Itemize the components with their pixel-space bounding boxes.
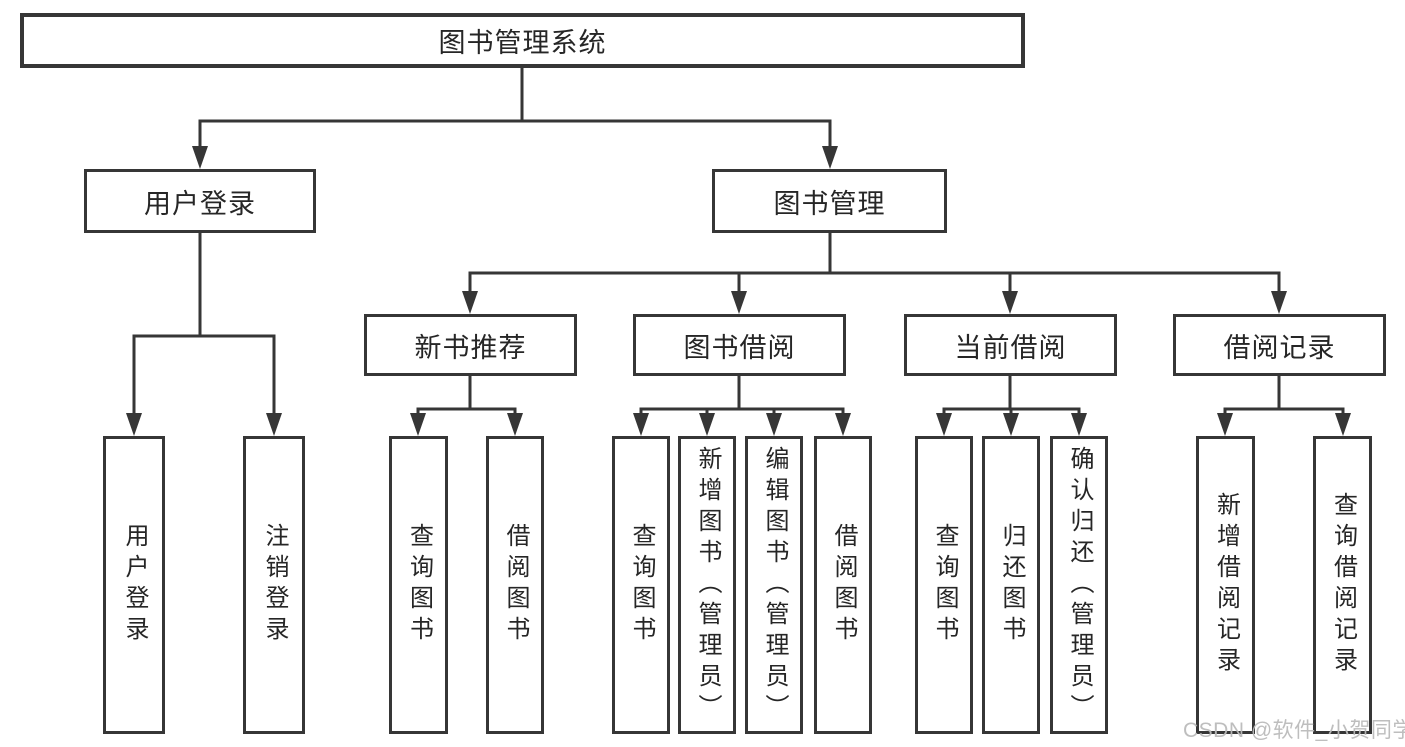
leaf-return-books: 归还图书: [982, 436, 1040, 734]
node-label: 图书管理: [773, 188, 886, 219]
leaf-logout: 注销登录: [243, 436, 305, 734]
leaf-query-borrow-record: 查询借阅记录: [1313, 436, 1372, 734]
node-label: 查询图书: [628, 523, 655, 647]
leaf-edit-book-admin: 编辑图书（管理员）: [745, 436, 803, 734]
leaf-add-borrow-record: 新增借阅记录: [1196, 436, 1255, 734]
node-label: 查询借阅记录: [1329, 492, 1357, 678]
node-label: 用户登录: [144, 188, 256, 219]
node-label: 借阅图书: [830, 523, 857, 647]
node-book-borrowing: 图书借阅: [633, 314, 846, 376]
node-label: 注销登录: [261, 523, 288, 647]
node-label: 借阅记录: [1223, 332, 1336, 363]
node-label: 图书借阅: [683, 332, 796, 363]
node-user-login: 用户登录: [84, 169, 316, 233]
node-label: 确认归还（管理员）: [1066, 445, 1093, 725]
node-new-book-recommend: 新书推荐: [364, 314, 577, 376]
node-label: 当前借阅: [954, 332, 1067, 363]
leaf-add-book-admin: 新增图书（管理员）: [678, 436, 736, 734]
node-label: 编辑图书（管理员）: [761, 445, 788, 725]
node-borrowing-records: 借阅记录: [1173, 314, 1386, 376]
node-label: 归还图书: [998, 523, 1025, 647]
node-label: 图书管理系统: [438, 28, 607, 58]
node-current-borrowing: 当前借阅: [904, 314, 1117, 376]
node-library-management-system: 图书管理系统: [20, 13, 1025, 68]
node-label: 借阅图书: [502, 523, 529, 647]
leaf-user-login: 用户登录: [103, 436, 165, 734]
leaf-query-books-current: 查询图书: [915, 436, 973, 734]
leaf-borrow-books-recommend: 借阅图书: [486, 436, 544, 734]
leaf-confirm-return-admin: 确认归还（管理员）: [1050, 436, 1108, 734]
leaf-borrow-books: 借阅图书: [814, 436, 872, 734]
csdn-watermark: CSDN @软件_小贺同学: [1183, 719, 1405, 742]
node-label: 查询图书: [405, 523, 433, 647]
leaf-query-books-recommend: 查询图书: [389, 436, 448, 734]
node-label: 用户登录: [121, 523, 148, 647]
node-label: 新增图书（管理员）: [694, 445, 721, 725]
node-label: 查询图书: [931, 523, 958, 647]
leaf-query-books-borrowing: 查询图书: [612, 436, 670, 734]
node-label: 新增借阅记录: [1212, 492, 1240, 678]
node-label: 新书推荐: [414, 332, 527, 363]
node-book-management: 图书管理: [712, 169, 947, 233]
